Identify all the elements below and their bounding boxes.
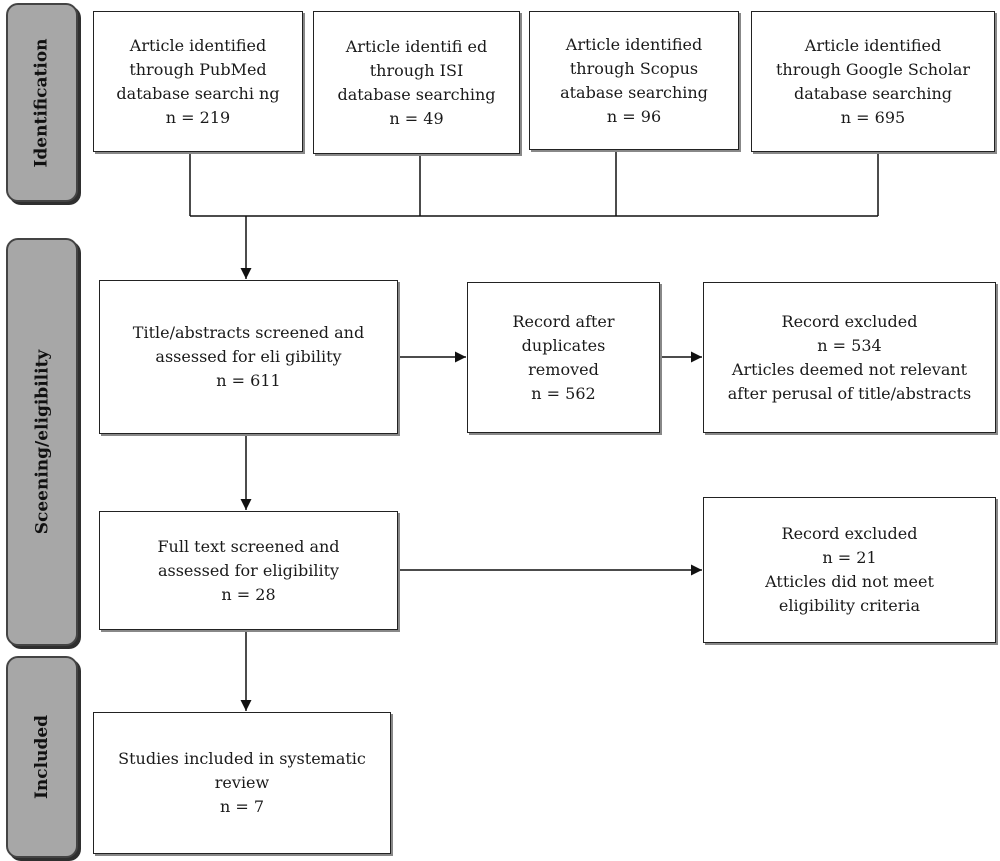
excluded-2-line-1: Atticles did not meet bbox=[765, 572, 934, 591]
phase-identification: Identification bbox=[6, 3, 78, 202]
dedup-line-3: removed bbox=[528, 359, 599, 379]
phase-included-label: Included bbox=[32, 714, 53, 800]
source-isi-count: n = 49 bbox=[389, 108, 444, 128]
studies-included-box: Studies included in systematic review n … bbox=[93, 712, 391, 854]
source-isi-line-1: Article identifi ed bbox=[345, 36, 488, 56]
source-scopus-count: n = 96 bbox=[606, 106, 662, 126]
included-line-2: review bbox=[214, 773, 270, 792]
phase-included: Included bbox=[6, 656, 78, 858]
dedup-count: n = 562 bbox=[531, 383, 596, 403]
title-screen-count: n = 611 bbox=[216, 371, 281, 390]
excluded-2-line-2: eligibility criteria bbox=[778, 596, 921, 615]
source-pubmed-line-1: Article identified bbox=[129, 35, 267, 55]
fulltext-screen-box: Full text screened and assessed for elig… bbox=[99, 511, 398, 630]
source-isi-line-2: through ISI bbox=[369, 60, 464, 80]
dedup-line-2: duplicates bbox=[521, 335, 606, 355]
excluded-eligibility-box: Record excluded n = 21 Atticles did not … bbox=[703, 497, 996, 643]
dedup-line-1: Record after bbox=[512, 311, 615, 331]
source-google-scholar-line-2: through Google Scholar bbox=[775, 59, 971, 79]
source-isi-line-3: database searching bbox=[337, 84, 496, 104]
excluded-1-line-2: after perusal of title/abstracts bbox=[727, 383, 972, 403]
excluded-1-line-1: Articles deemed not relevant bbox=[731, 359, 968, 379]
title-screen-line-2: assessed for eli gibility bbox=[155, 347, 342, 366]
source-scopus-line-3: atabase searching bbox=[560, 82, 708, 102]
source-pubmed-count: n = 219 bbox=[165, 107, 231, 127]
included-count: n = 7 bbox=[219, 797, 265, 816]
title-screen-line-1: Title/abstracts screened and bbox=[132, 323, 365, 342]
fulltext-line-2: assessed for eligibility bbox=[157, 560, 340, 580]
phase-identification-label: Identification bbox=[32, 37, 52, 168]
source-scopus-line-2: through Scopus bbox=[569, 58, 699, 78]
phase-screening-label: Sceening/eligibility bbox=[32, 349, 53, 535]
excluded-1-heading: Record excluded bbox=[781, 311, 918, 331]
fulltext-count: n = 28 bbox=[221, 584, 276, 604]
source-google-scholar-count: n = 695 bbox=[840, 107, 906, 127]
duplicates-removed-box: Record after duplicates removed n = 562 bbox=[467, 282, 660, 433]
excluded-2-heading: Record excluded bbox=[781, 524, 918, 543]
source-pubmed-line-3: database searchi ng bbox=[116, 83, 280, 103]
included-line-1: Studies included in systematic bbox=[118, 749, 366, 768]
excluded-2-count: n = 21 bbox=[822, 548, 877, 567]
source-google-scholar-line-3: database searching bbox=[793, 83, 953, 103]
phase-screening-eligibility: Sceening/eligibility bbox=[6, 238, 78, 646]
source-box-google-scholar: Article identified through Google Schola… bbox=[751, 11, 995, 152]
source-google-scholar-line-1: Article identified bbox=[804, 35, 942, 55]
source-box-isi: Article identifi ed through ISI database… bbox=[313, 11, 520, 154]
source-box-scopus: Article identified through Scopus atabas… bbox=[529, 11, 739, 150]
title-abstract-screen-box: Title/abstracts screened and assessed fo… bbox=[99, 280, 398, 434]
excluded-title-abstract-box: Record excluded n = 534 Articles deemed … bbox=[703, 282, 996, 433]
source-scopus-line-1: Article identified bbox=[565, 34, 703, 54]
source-box-pubmed: Article identified through PubMed databa… bbox=[93, 11, 303, 152]
source-pubmed-line-2: through PubMed bbox=[129, 59, 267, 79]
excluded-1-count: n = 534 bbox=[817, 335, 882, 355]
fulltext-line-1: Full text screened and bbox=[157, 536, 340, 556]
